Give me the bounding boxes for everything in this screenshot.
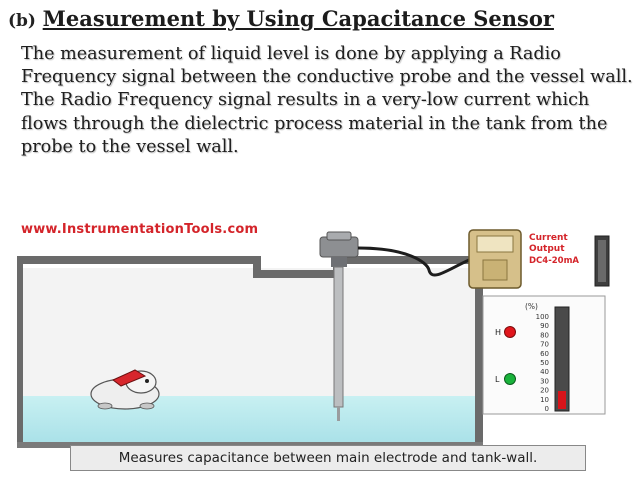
output-label-2: Output (529, 244, 565, 254)
slide-title: (b) Measurement by Using Capacitance Sen… (8, 6, 554, 31)
high-label: H (495, 328, 501, 337)
capacitance-sensor-diagram: Current Output DC4-20mA (%) 100908070605… (17, 229, 610, 448)
scale-tick-label: 60 (540, 350, 549, 358)
title-text: Measurement by Using Capacitance Sensor (42, 6, 554, 31)
probe-rod (333, 266, 344, 408)
output-label-3: DC4-20mA (529, 256, 579, 266)
figure-caption: Measures capacitance between main electr… (70, 445, 586, 471)
scale-tick-label: 80 (540, 331, 549, 339)
scale-tick-label: 20 (540, 387, 549, 395)
scale-tick-label: 90 (540, 322, 549, 330)
bar-gauge (554, 306, 570, 412)
scale-tick-label: 100 (536, 313, 549, 321)
signal-cable (357, 246, 470, 277)
scale-tick-label: 50 (540, 359, 549, 367)
liquid (23, 396, 475, 444)
scale-tick-label: 30 (540, 377, 549, 385)
output-label-1: Current (529, 233, 568, 243)
scale-tick-label: 70 (540, 341, 549, 349)
mascot-figure (90, 369, 160, 410)
level-panel (482, 295, 606, 415)
title-prefix: (b) (8, 11, 36, 31)
scale-unit: (%) (525, 302, 538, 311)
scale-tick-label: 0 (545, 405, 549, 413)
scale-tick-label: 40 (540, 368, 549, 376)
high-lamp (504, 326, 516, 338)
bar-gauge-fill (558, 391, 566, 409)
low-label: L (495, 375, 500, 384)
low-lamp (504, 373, 516, 385)
tank-wall (17, 256, 483, 444)
scale-tick-label: 10 (540, 396, 549, 404)
watermark: www.InstrumentationTools.com (21, 222, 259, 237)
body-paragraph: The measurement of liquid level is done … (21, 44, 633, 157)
